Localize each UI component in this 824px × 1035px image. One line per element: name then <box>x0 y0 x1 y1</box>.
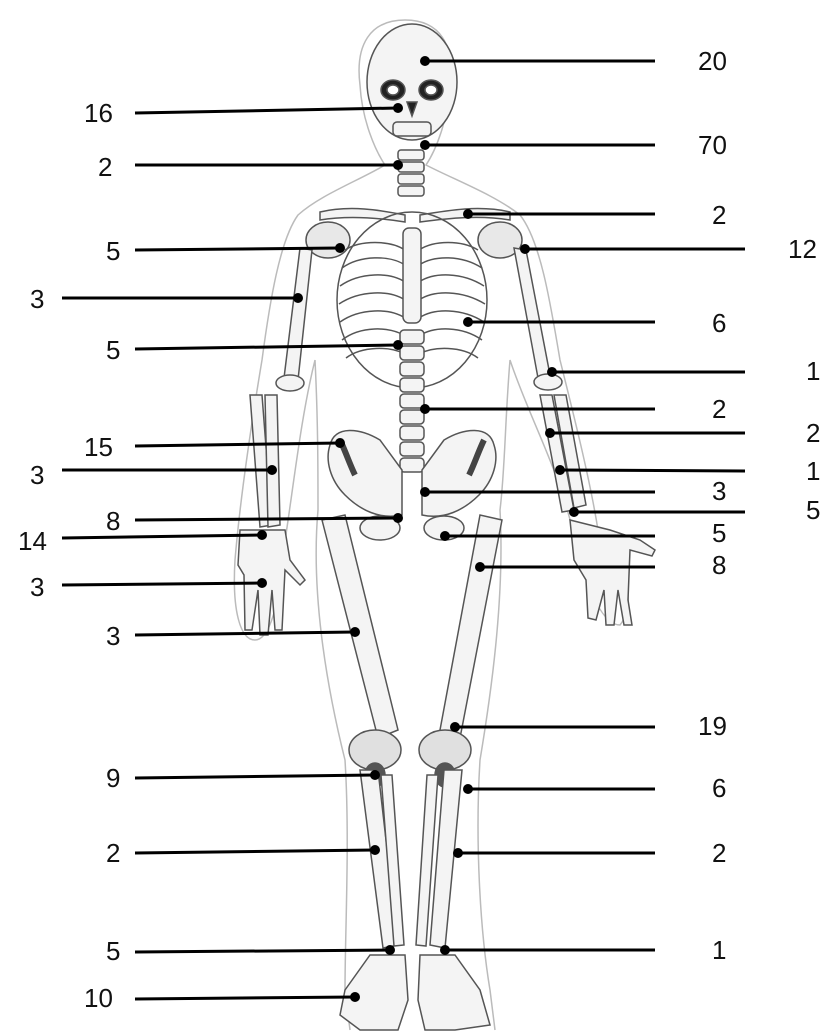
label-left-11: 3 <box>106 623 120 649</box>
leader-dot-right-6 <box>547 367 557 377</box>
leader-dot-left-2 <box>393 160 403 170</box>
label-right-14: 19 <box>698 713 727 739</box>
label-right-17: 1 <box>712 937 726 963</box>
leader-dot-left-7 <box>267 465 277 475</box>
leader-dot-right-11 <box>569 507 579 517</box>
label-left-03: 5 <box>106 238 120 264</box>
label-right-01: 20 <box>698 48 727 74</box>
leader-dot-left-13 <box>370 845 380 855</box>
leader-line-left-9 <box>62 535 262 538</box>
leader-dot-left-14 <box>385 945 395 955</box>
label-right-06: 1 <box>806 358 820 384</box>
leader-dot-right-14 <box>450 722 460 732</box>
leader-dot-right-8 <box>545 428 555 438</box>
leader-dot-left-5 <box>393 340 403 350</box>
label-right-09: 1 <box>806 458 820 484</box>
label-right-08: 2 <box>806 420 820 446</box>
leader-dot-left-9 <box>257 530 267 540</box>
leader-line-left-14 <box>135 950 390 952</box>
leader-line-left-12 <box>135 775 375 778</box>
label-left-09: 14 <box>18 528 47 554</box>
leader-line-left-1 <box>135 108 398 113</box>
leader-dot-right-16 <box>453 848 463 858</box>
leader-line-left-6 <box>135 443 340 446</box>
label-left-04: 3 <box>30 286 44 312</box>
label-left-07: 3 <box>30 462 44 488</box>
label-right-15: 6 <box>712 775 726 801</box>
leader-dot-left-8 <box>393 513 403 523</box>
leader-dot-right-3 <box>463 209 473 219</box>
label-right-05: 6 <box>712 310 726 336</box>
leader-line-left-11 <box>135 632 355 635</box>
leader-dot-right-5 <box>463 317 473 327</box>
leader-dot-left-12 <box>370 770 380 780</box>
label-right-02: 70 <box>698 132 727 158</box>
leader-dot-right-4 <box>520 244 530 254</box>
label-left-15: 10 <box>84 985 113 1011</box>
label-left-14: 5 <box>106 938 120 964</box>
leader-dot-right-1 <box>420 56 430 66</box>
leader-dot-left-1 <box>393 103 403 113</box>
leader-line-left-15 <box>135 997 355 999</box>
leader-dot-right-9 <box>555 465 565 475</box>
label-right-04: 12 <box>788 236 817 262</box>
label-right-13: 8 <box>712 552 726 578</box>
leader-dot-right-17 <box>440 945 450 955</box>
label-right-11: 5 <box>806 497 820 523</box>
label-left-13: 2 <box>106 840 120 866</box>
leader-dot-right-13 <box>475 562 485 572</box>
leader-line-left-3 <box>135 248 340 250</box>
leader-dot-right-2 <box>420 140 430 150</box>
label-right-12: 5 <box>712 520 726 546</box>
label-right-16: 2 <box>712 840 726 866</box>
leader-line-left-13 <box>135 850 375 853</box>
label-left-02: 2 <box>98 154 112 180</box>
label-right-03: 2 <box>712 202 726 228</box>
label-left-06: 15 <box>84 434 113 460</box>
leader-dot-right-15 <box>463 784 473 794</box>
leader-line-left-5 <box>135 345 398 349</box>
label-right-10: 3 <box>712 478 726 504</box>
leader-dot-left-4 <box>293 293 303 303</box>
label-left-05: 5 <box>106 337 120 363</box>
leader-dot-left-6 <box>335 438 345 448</box>
leader-line-left-8 <box>135 518 398 520</box>
leader-line-left-10 <box>62 583 262 585</box>
label-right-07: 2 <box>712 396 726 422</box>
leader-dot-left-11 <box>350 627 360 637</box>
label-left-08: 8 <box>106 508 120 534</box>
leader-line-right-9 <box>560 470 745 471</box>
leader-dot-left-3 <box>335 243 345 253</box>
leader-dot-left-10 <box>257 578 267 588</box>
leader-dot-left-15 <box>350 992 360 1002</box>
label-left-10: 3 <box>30 574 44 600</box>
leader-dot-right-7 <box>420 404 430 414</box>
leader-dot-right-10 <box>420 487 430 497</box>
label-left-12: 9 <box>106 765 120 791</box>
leader-dot-right-12 <box>440 531 450 541</box>
label-left-01: 16 <box>84 100 113 126</box>
